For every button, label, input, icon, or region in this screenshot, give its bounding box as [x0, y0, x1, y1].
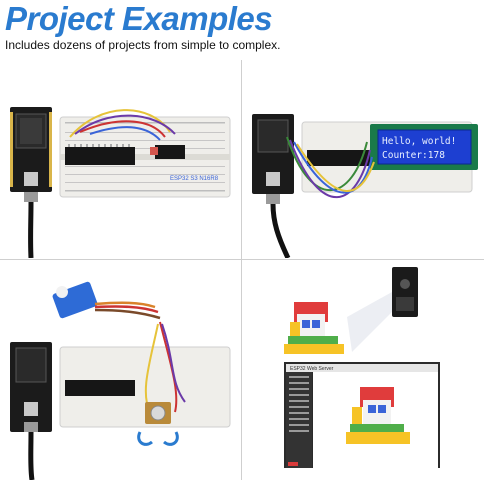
panel-servo-project [0, 262, 240, 480]
camera-lego-project-image: ESP32 Web Server [284, 267, 440, 468]
chip-label: ESP32 S3 N16R8 [170, 176, 219, 182]
lcd-project-image: Hello, world! Counter:178 [252, 114, 478, 258]
servo-potentiometer-project-image [10, 281, 231, 480]
panel-lcd-project: Hello, world! Counter:178 [242, 62, 484, 258]
page-subtitle: Includes dozens of projects from simple … [5, 38, 281, 52]
panel-camera-project: ESP32 Web Server [242, 262, 484, 480]
horizontal-divider [0, 259, 484, 260]
breadboard-ic-project-image: ESP32 S3 N16R8 [10, 107, 231, 258]
vertical-divider [241, 60, 242, 480]
page-title: Project Examples [5, 0, 273, 37]
lcd-line-1: Hello, world! [382, 136, 456, 147]
panel-breadboard-project: ESP32 S3 N16R8 [0, 62, 240, 258]
window-title: ESP32 Web Server [290, 366, 334, 372]
lcd-line-2: Counter:178 [382, 150, 445, 161]
